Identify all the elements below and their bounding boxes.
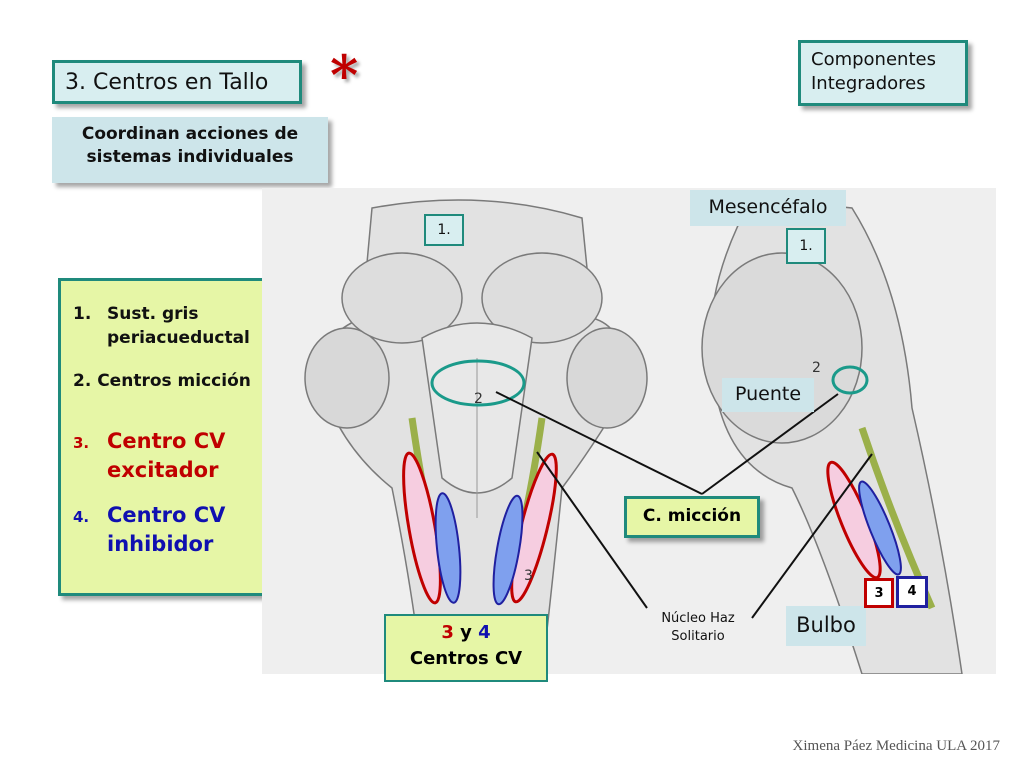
legend-item-2-text: 2. Centros micción xyxy=(73,371,251,391)
bulbo-text: Bulbo xyxy=(796,613,856,637)
cv-connector: y xyxy=(453,622,479,643)
slide-title-text: 3. Centros en Tallo xyxy=(65,70,269,95)
legend-item-4-line-2: inhibidor xyxy=(107,532,214,557)
legend-item-3-number: 3. xyxy=(73,434,90,452)
nucleo-line-2: Solitario xyxy=(671,629,725,645)
lateral-marker-4: 4 xyxy=(896,576,928,608)
leader-lines xyxy=(495,391,873,619)
nucleo-haz-solitario-label: Núcleo Haz Solitario xyxy=(646,610,750,646)
marker-2-lateral: 2 xyxy=(812,360,821,376)
legend-item-1-number: 1. xyxy=(73,304,92,324)
dorsal-brainstem-view xyxy=(304,199,648,675)
puente-text: Puente xyxy=(734,383,802,405)
marker-1-lateral-text: 1. xyxy=(799,238,813,254)
legend-item-2: 2. Centros micción xyxy=(73,371,251,391)
marker-1-dorsal-text: 1. xyxy=(437,222,451,238)
marker-1-dorsal: 1. xyxy=(424,214,464,246)
subtitle-text: Coordinan acciones de sistemas individua… xyxy=(81,124,299,167)
puente-label: Puente xyxy=(722,378,814,412)
subtitle-box: Coordinan acciones de sistemas individua… xyxy=(52,117,328,183)
mesencefalo-label: Mesencéfalo xyxy=(690,190,846,226)
credit-text: Ximena Páez Medicina ULA 2017 xyxy=(792,738,1000,754)
cv-centers-lateral xyxy=(826,460,902,580)
legend-item-1: 1. Sust. gris periacueductal xyxy=(73,303,250,351)
lateral-marker-3: 3 xyxy=(864,578,894,608)
c-miccion-text: C. micción xyxy=(642,506,742,526)
marker-1-lateral: 1. xyxy=(786,228,826,264)
legend-item-1-line-1: Sust. gris xyxy=(107,304,199,324)
asterisk-icon: * xyxy=(330,43,359,107)
legend-item-4: 4. Centro CV inhibidor xyxy=(73,501,225,560)
marker-2-dorsal: 2 xyxy=(474,391,483,407)
legend-item-3-line-1: Centro CV xyxy=(107,429,226,453)
components-line-1: Componentes xyxy=(811,49,936,70)
legend-item-4-number: 4. xyxy=(73,508,90,526)
centros-cv-label: 3 y 4 Centros CV xyxy=(384,614,548,682)
legend-item-3-line-2: excitador xyxy=(107,458,219,483)
lateral-marker-4-text: 4 xyxy=(907,584,917,599)
centros-cv-line-2: Centros CV xyxy=(409,648,523,670)
mesencefalo-text: Mesencéfalo xyxy=(708,196,828,218)
miccion-circle-lateral xyxy=(831,365,869,395)
cv-number-4: 4 xyxy=(478,622,491,643)
bulbo-label: Bulbo xyxy=(786,606,866,646)
components-line-2: Integradores xyxy=(811,73,926,95)
cv-number-3: 3 xyxy=(441,622,454,643)
legend-item-1-line-2: periacueductal xyxy=(107,327,250,348)
c-miccion-label: C. micción xyxy=(624,496,760,538)
components-box: Componentes Integradores xyxy=(798,40,968,106)
marker-3-dorsal: 3 xyxy=(524,568,533,584)
centros-cv-line-1: 3 y 4 xyxy=(386,620,546,646)
credit-footer: Ximena Páez Medicina ULA 2017 xyxy=(793,738,1000,755)
legend-item-4-line-1: Centro CV xyxy=(107,503,226,527)
cv-centers-dorsal xyxy=(402,451,558,606)
slide-title: 3. Centros en Tallo xyxy=(52,60,302,104)
brainstem-illustration xyxy=(262,188,996,675)
brainstem-drawing xyxy=(304,197,963,675)
miccion-circle-dorsal xyxy=(430,359,526,407)
lateral-marker-3-text: 3 xyxy=(874,586,884,601)
nucleo-line-1: Núcleo Haz xyxy=(661,611,735,626)
legend-item-3: 3. Centro CV excitador xyxy=(73,427,225,486)
